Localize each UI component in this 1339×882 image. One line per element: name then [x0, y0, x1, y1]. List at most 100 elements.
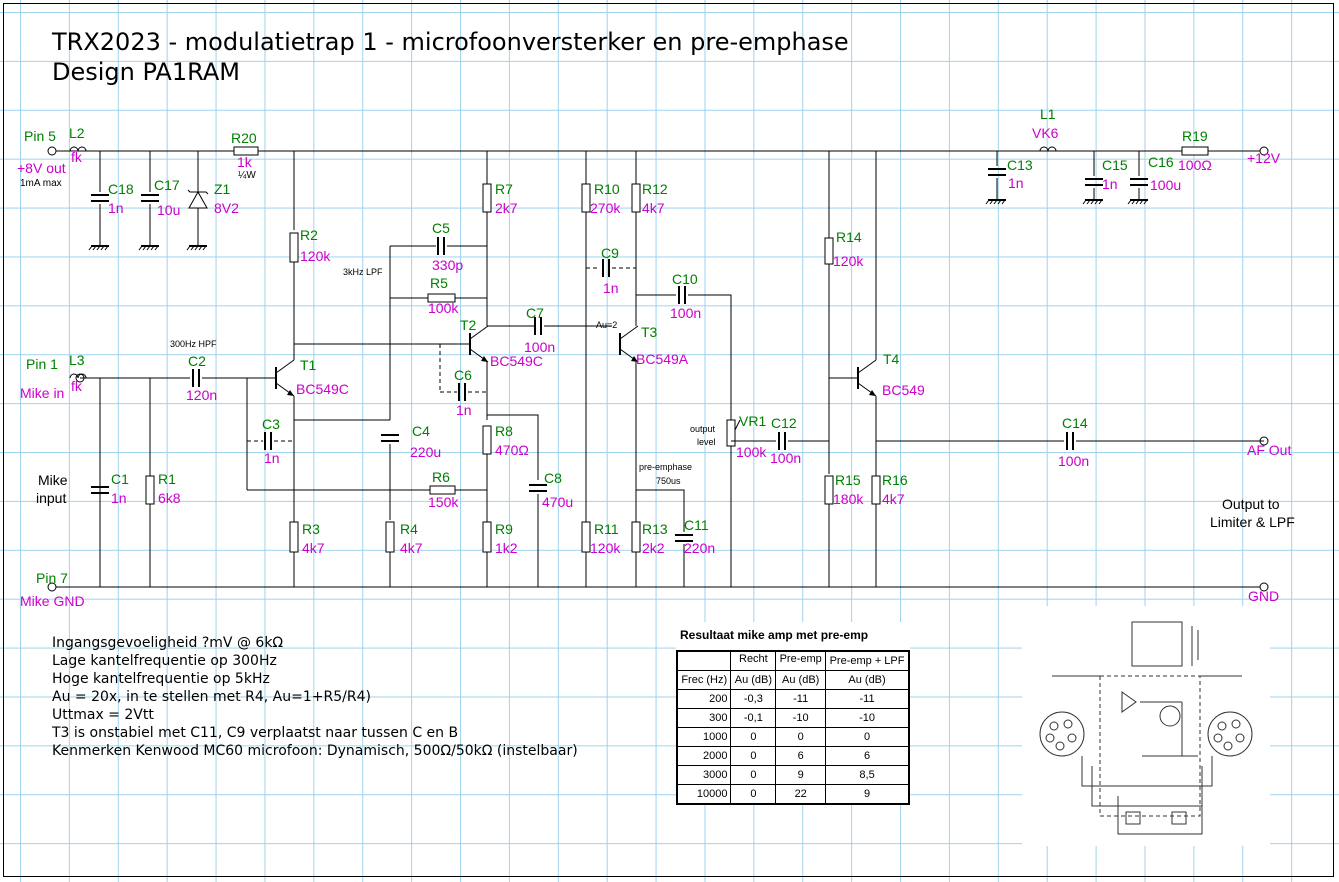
terminal	[1259, 582, 1269, 592]
results-head-cell: Pre-emp	[775, 650, 827, 671]
table-row: 200-0,3-11-11	[676, 689, 910, 709]
ground-symbol	[100, 245, 105, 251]
ground-symbol	[997, 199, 1002, 205]
resistor-body	[385, 521, 395, 553]
component-value-r5: 100k	[428, 300, 459, 316]
mic-stand-connection-diagram	[1022, 606, 1270, 846]
component-ref-z1: Z1	[214, 181, 231, 197]
resistor-body	[824, 475, 834, 505]
transistor-collector	[619, 325, 639, 340]
component-ref-r8: R8	[495, 423, 513, 439]
component-ref-t3: T3	[641, 324, 658, 340]
resistor-body	[145, 475, 155, 505]
component-value-c17: 10u	[157, 202, 180, 218]
component-ref-c2: C2	[188, 353, 206, 369]
output-level-label-2: level	[697, 437, 716, 447]
resistor-body	[581, 521, 591, 553]
component-ref-r6: R6	[432, 469, 450, 485]
component-value-r4: 4k7	[400, 540, 423, 556]
ground-symbol	[1094, 199, 1099, 205]
zener-diode	[188, 190, 208, 209]
ground-symbol	[202, 245, 207, 251]
zener-diode	[187, 189, 209, 195]
output-to-label: Output to	[1222, 496, 1280, 512]
component-ref-c10: C10	[672, 271, 698, 287]
resistor-body	[631, 521, 641, 553]
resistor-body	[482, 425, 492, 455]
component-ref-t1: T1	[300, 357, 317, 373]
component-ref-r2: R2	[300, 227, 318, 243]
component-value-r14: 120k	[833, 253, 864, 269]
component-value-c2: 120n	[186, 387, 217, 403]
ground-symbol	[104, 245, 109, 251]
r20-power-rating: ¼W	[238, 169, 256, 181]
results-head-cell: Pre-emp + LPF	[825, 650, 910, 671]
component-ref-c5: C5	[432, 220, 450, 236]
ground-symbol	[146, 245, 151, 251]
table-row: 300-0,1-10-10	[676, 708, 910, 728]
resistor-body	[1181, 146, 1209, 156]
ground-symbol	[1135, 199, 1140, 205]
component-ref-r5: R5	[430, 275, 448, 291]
mic-connection-sketch	[1039, 621, 1253, 835]
ground-symbol	[198, 245, 203, 251]
output-to-label: Limiter & LPF	[1210, 514, 1295, 530]
component-ref-c16: C16	[1148, 154, 1174, 170]
ground-symbol	[1082, 199, 1087, 205]
component-ref-r11: R11	[594, 521, 619, 537]
ground-symbol	[96, 245, 101, 251]
component-value-c18: 1n	[108, 200, 124, 216]
component-value-r16: 4k7	[882, 491, 905, 507]
ground-symbol	[1139, 199, 1144, 205]
component-ref-t2: T2	[460, 317, 477, 333]
component-ref-l3: L3	[69, 352, 85, 368]
note-line: Hoge kantelfrequentie op 5kHz	[52, 671, 270, 687]
transistor-arrow	[631, 356, 638, 362]
ground-symbol	[1090, 199, 1095, 205]
table-cell: 0	[730, 765, 777, 785]
ground-symbol	[142, 245, 147, 251]
table-cell: 0	[730, 727, 777, 747]
ground-symbol	[186, 245, 191, 251]
af-out-label: AF Out	[1247, 442, 1291, 458]
inductor-coil	[69, 373, 87, 379]
component-ref-r4: R4	[400, 521, 418, 537]
ground-symbol	[150, 245, 155, 251]
note-line: Kenmerken Kenwood MC60 microfoon: Dynami…	[52, 743, 578, 759]
component-ref-t4: T4	[883, 351, 900, 367]
component-value-c5: 330p	[432, 257, 463, 273]
component-value-t3: BC549A	[636, 351, 689, 367]
terminal	[1259, 146, 1269, 156]
component-ref-r12: R12	[642, 181, 668, 197]
resistor-body	[289, 232, 299, 263]
component-ref-c4: C4	[412, 423, 430, 439]
component-ref-c11: C11	[684, 517, 709, 533]
component-ref-c6: C6	[454, 367, 472, 383]
resistor-body	[482, 521, 492, 553]
component-value-r1: 6k8	[158, 490, 181, 506]
component-value-t1: BC549C	[296, 381, 349, 397]
table-cell: 0	[730, 784, 777, 805]
component-ref-l1: L1	[1040, 106, 1056, 122]
component-value-vr1: 100k	[736, 444, 767, 460]
mike-input-label: Mike	[38, 472, 68, 488]
component-ref-c12: C12	[771, 415, 797, 431]
table-cell: -10	[825, 708, 910, 728]
ground-symbol	[138, 245, 143, 251]
component-ref-c9: C9	[601, 245, 619, 261]
resistor-body	[233, 146, 259, 156]
component-ref-vr1: VR1	[739, 413, 766, 429]
schematic-subtitle: Design PA1RAM	[52, 58, 240, 86]
component-ref-c17: C17	[154, 177, 180, 193]
ground-symbol	[1086, 199, 1091, 205]
component-ref-c1: C1	[111, 471, 129, 487]
component-value-c3: 1n	[264, 450, 280, 466]
component-value-c11: 220n	[684, 540, 715, 556]
wire	[688, 294, 732, 420]
resistor-body	[581, 183, 591, 213]
component-ref-r15: R15	[835, 472, 861, 488]
component-value-c14: 100n	[1058, 453, 1089, 469]
resistor-body	[824, 237, 834, 265]
